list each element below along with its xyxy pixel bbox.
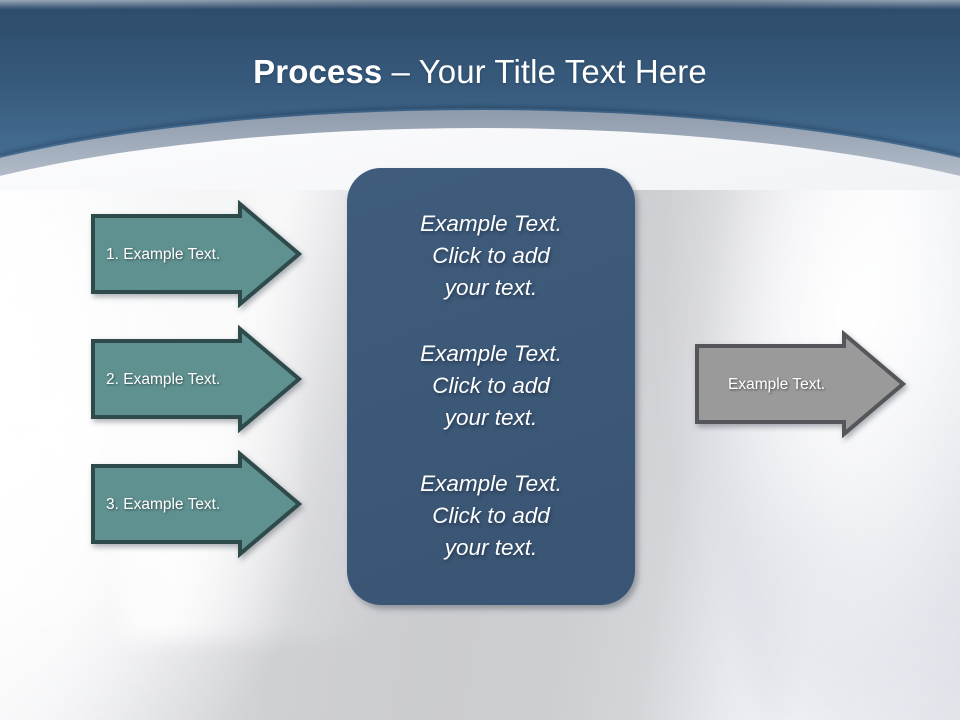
page-title: Process – Your Title Text Here xyxy=(0,51,960,93)
process-step-arrow-3[interactable]: 3. Example Text. xyxy=(90,450,302,558)
arrow-right-shape-icon xyxy=(695,330,906,438)
content-block-2: Example Text. Click to add your text. xyxy=(420,341,562,430)
process-step-arrow-1[interactable]: 1. Example Text. xyxy=(90,200,302,308)
content-block-3: Example Text. Click to add your text. xyxy=(420,471,562,560)
header-banner xyxy=(0,0,960,190)
process-step-arrow-2[interactable]: 2. Example Text. xyxy=(90,325,302,433)
arrow-right-shape-icon xyxy=(91,200,302,308)
result-arrow[interactable]: Example Text. xyxy=(694,330,906,438)
background-highlight-right xyxy=(670,140,960,720)
page-title-rest: – Your Title Text Here xyxy=(382,53,707,90)
page-title-emphasis: Process xyxy=(253,53,383,90)
content-block-1: Example Text. Click to add your text. xyxy=(420,211,562,300)
arrow-right-shape-icon xyxy=(91,325,302,433)
arrow-right-shape-icon xyxy=(91,450,302,558)
content-panel[interactable]: Example Text. Click to add your text. Ex… xyxy=(347,168,635,605)
